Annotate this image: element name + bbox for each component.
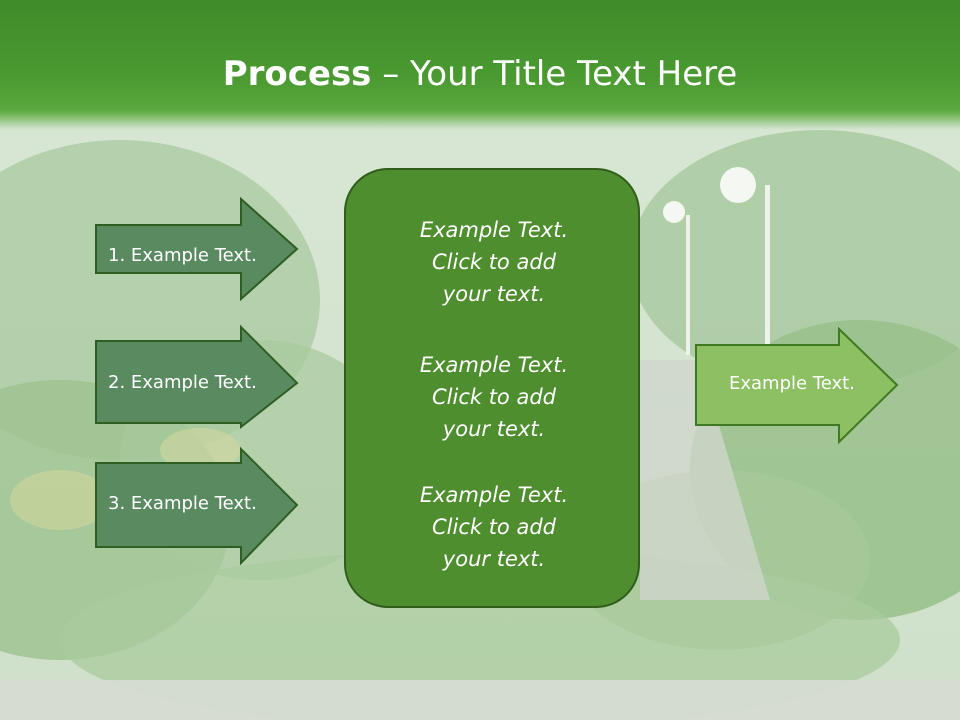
right-arrow-label: Example Text. bbox=[729, 373, 855, 394]
center-block-3-line-1: Example Text. bbox=[419, 483, 569, 507]
arrow-shape-icon bbox=[95, 446, 299, 566]
title-bold: Process bbox=[222, 54, 372, 94]
slide-title[interactable]: Process – Your Title Text Here bbox=[0, 52, 960, 96]
center-block-2-line-2: Click to add bbox=[431, 385, 556, 409]
right-arrow[interactable]: Example Text. bbox=[695, 326, 900, 445]
left-arrow-1-label: 1. Example Text. bbox=[108, 245, 257, 266]
left-arrow-3[interactable]: 3. Example Text. bbox=[95, 446, 300, 566]
center-block-1-line-1: Example Text. bbox=[419, 218, 569, 242]
left-arrow-2-label: 2. Example Text. bbox=[108, 372, 257, 393]
center-block-2: Example Text. Click to add your text. bbox=[346, 349, 642, 445]
left-arrow-3-label: 3. Example Text. bbox=[108, 493, 257, 514]
arrow-shape-icon bbox=[95, 324, 299, 430]
center-block-3: Example Text. Click to add your text. bbox=[346, 479, 642, 575]
center-block-2-line-1: Example Text. bbox=[419, 353, 569, 377]
center-block-1-line-3: your text. bbox=[442, 282, 546, 306]
arrow-shape-icon bbox=[695, 326, 899, 445]
center-block-1: Example Text. Click to add your text. bbox=[346, 214, 642, 310]
center-block-3-line-2: Click to add bbox=[431, 515, 556, 539]
left-arrow-1[interactable]: 1. Example Text. bbox=[95, 196, 300, 302]
title-band bbox=[0, 0, 960, 130]
center-block-3-line-3: your text. bbox=[442, 547, 546, 571]
title-rest: – Your Title Text Here bbox=[371, 54, 738, 94]
arrow-shape-icon bbox=[95, 196, 299, 302]
left-arrow-2[interactable]: 2. Example Text. bbox=[95, 324, 300, 430]
center-text-box[interactable]: Example Text. Click to add your text. Ex… bbox=[344, 168, 640, 608]
center-block-1-line-2: Click to add bbox=[431, 250, 556, 274]
center-block-2-line-3: your text. bbox=[442, 417, 546, 441]
